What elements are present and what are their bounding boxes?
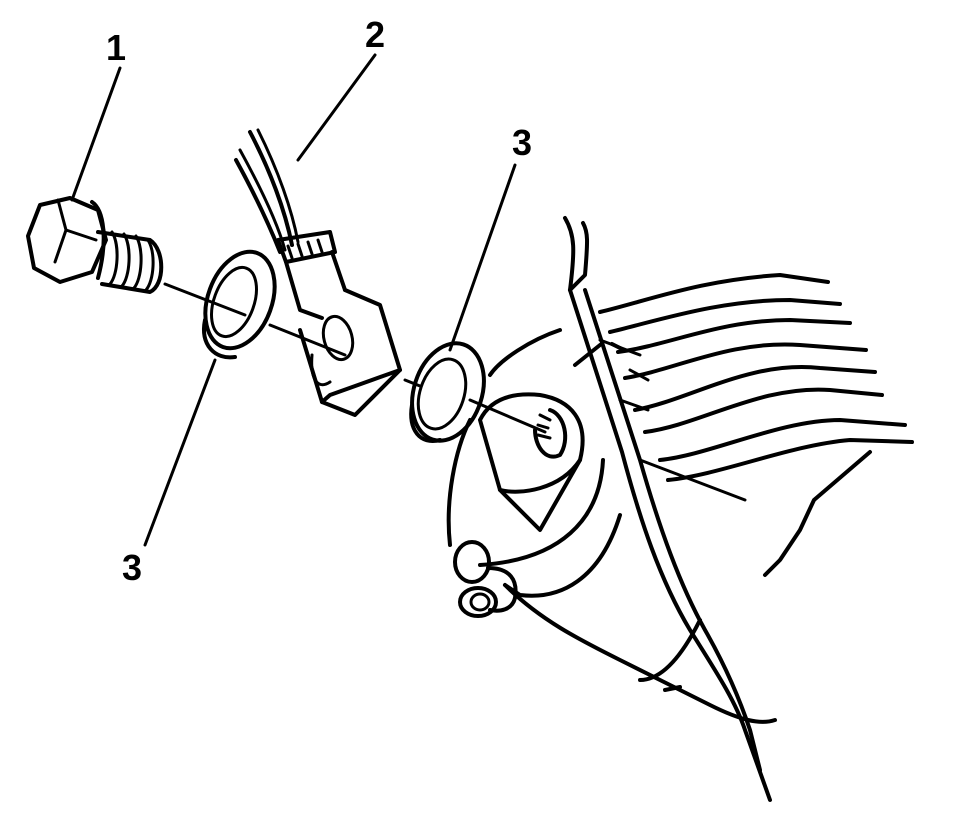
bolt xyxy=(26,196,164,294)
washer-left xyxy=(202,249,277,360)
washer-right xyxy=(409,341,486,443)
bleeder-fitting xyxy=(453,540,518,618)
housing xyxy=(446,216,914,802)
callout-3-right: 3 xyxy=(512,122,533,163)
hose-fitting xyxy=(234,128,402,417)
leader-lines xyxy=(70,53,517,547)
callout-3-left: 3 xyxy=(122,547,143,588)
callout-1: 1 xyxy=(106,27,127,68)
callout-2: 2 xyxy=(365,14,386,55)
